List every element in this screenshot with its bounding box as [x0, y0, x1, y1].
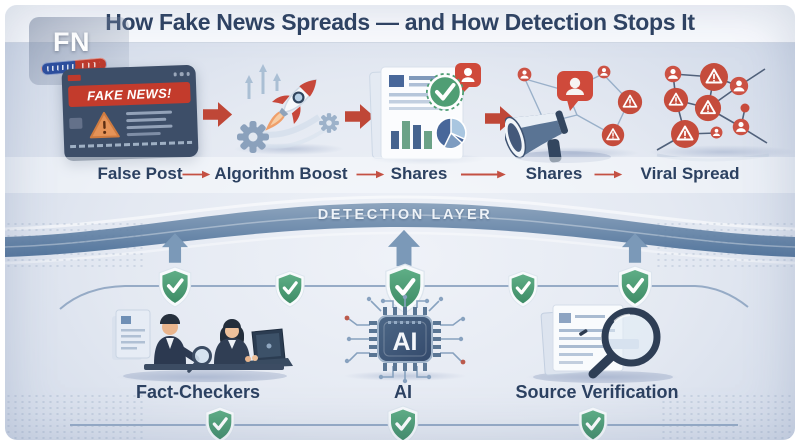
step-label-algorithm-boost: Algorithm Boost [214, 164, 348, 183]
ai-chip-icon: AI [344, 294, 466, 384]
up-arrow-icon [388, 229, 420, 267]
fake-news-banner: FAKE NEWS! [68, 81, 191, 108]
rocket-boost-icon [237, 64, 339, 153]
megaphone-icon [505, 65, 643, 163]
shield-check-icon [576, 406, 610, 440]
up-arrow-icon [622, 233, 648, 263]
step-label-shares-1: Shares [390, 164, 448, 183]
fake-news-post-icon: FAKE NEWS! [61, 64, 199, 162]
page-title: How Fake News Spreads — and How Detectio… [105, 9, 695, 35]
shield-check-icon [385, 405, 421, 440]
flow-arrow-long-icon [455, 169, 511, 180]
browser-dots [173, 72, 190, 77]
halftone-dots [655, 221, 795, 269]
halftone-dots [660, 393, 795, 440]
tool-label-fact-checkers: Fact-Checkers [135, 382, 261, 402]
shadow [115, 371, 285, 383]
fact-checkers-icon [112, 309, 293, 382]
person-badge-icon [455, 63, 481, 94]
browser-chip [67, 74, 81, 82]
halftone-dots [5, 221, 145, 269]
warning-triangle-icon [89, 111, 120, 139]
title-strip [5, 5, 795, 43]
thumbnail-block [69, 117, 83, 130]
flow-arrow-icon [593, 169, 623, 180]
step-label-shares-2: Shares [525, 164, 583, 183]
up-arrow-icon [162, 233, 188, 263]
infographic-canvas: How Fake News Spreads — and How Detectio… [5, 5, 795, 440]
connector-line [59, 285, 749, 310]
fn-logo: FN [53, 27, 90, 57]
shared-report-icon [369, 63, 481, 160]
text-lines [125, 110, 173, 137]
halftone-dots [5, 393, 145, 440]
source-verification-icon [533, 304, 673, 383]
caption-dashes [70, 140, 193, 149]
shield-check-icon [203, 406, 237, 440]
step-label-false-post: False Post [97, 164, 183, 183]
step-label-viral-spread: Viral Spread [640, 164, 740, 183]
detection-layer-band [5, 195, 795, 265]
tool-label-ai: AI [394, 382, 412, 402]
tool-label-source-verification: Source Verification [515, 382, 679, 402]
alert-bubble-icon [557, 71, 593, 111]
ai-chip-text: AI [393, 328, 418, 356]
viral-network-icon [656, 62, 770, 162]
shadow [508, 147, 640, 159]
check-badge-icon [426, 73, 464, 111]
detection-layer-label: DETECTION LAYER [317, 207, 493, 223]
labels-background [5, 157, 795, 193]
